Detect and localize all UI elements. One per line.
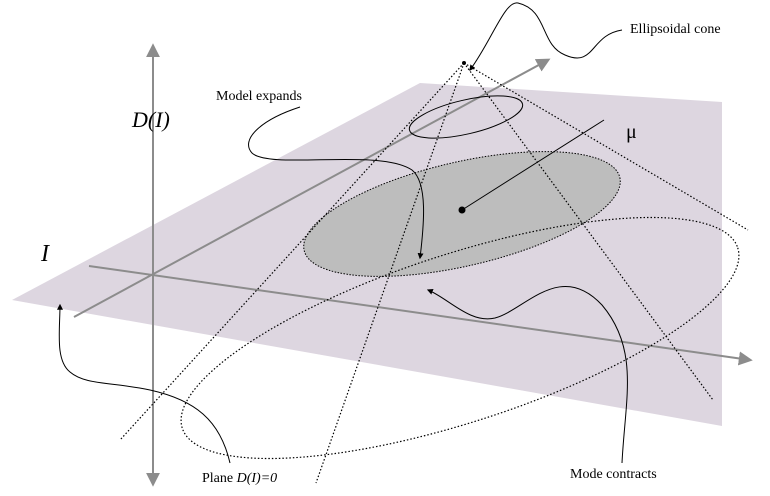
plane-label-prefix: Plane — [202, 471, 237, 486]
i-axis-label: I — [40, 241, 50, 267]
plane-label: Plane D(I)=0 — [202, 471, 277, 486]
model-expands-label: Model expands — [216, 89, 302, 104]
plane-label-expr: D(I)=0 — [236, 471, 278, 486]
mode-contracts-label: Mode contracts — [570, 467, 657, 482]
model-expands-callout — [248, 106, 425, 260]
i-axis — [88, 265, 753, 366]
ellipsoidal-cone-callout — [469, 2, 623, 71]
cone-line-2 — [315, 62, 465, 484]
small-cone-ellipse — [408, 95, 524, 139]
cone-line-4 — [463, 62, 749, 231]
mu-pointer-line — [461, 119, 605, 211]
mode-ellipse — [303, 151, 621, 277]
mode-contracts-callout — [426, 285, 628, 464]
d-of-i-label: D(I) — [131, 107, 170, 132]
large-cone-ellipse — [180, 216, 740, 460]
mu-label: μ — [626, 121, 637, 143]
depth-axis — [73, 58, 551, 318]
ellipsoidal-cone-label: Ellipsoidal cone — [630, 22, 721, 37]
cone-line-1 — [119, 62, 465, 441]
cone-apex — [462, 61, 466, 65]
cone-lines — [119, 62, 749, 484]
plane-callout — [56, 303, 231, 464]
